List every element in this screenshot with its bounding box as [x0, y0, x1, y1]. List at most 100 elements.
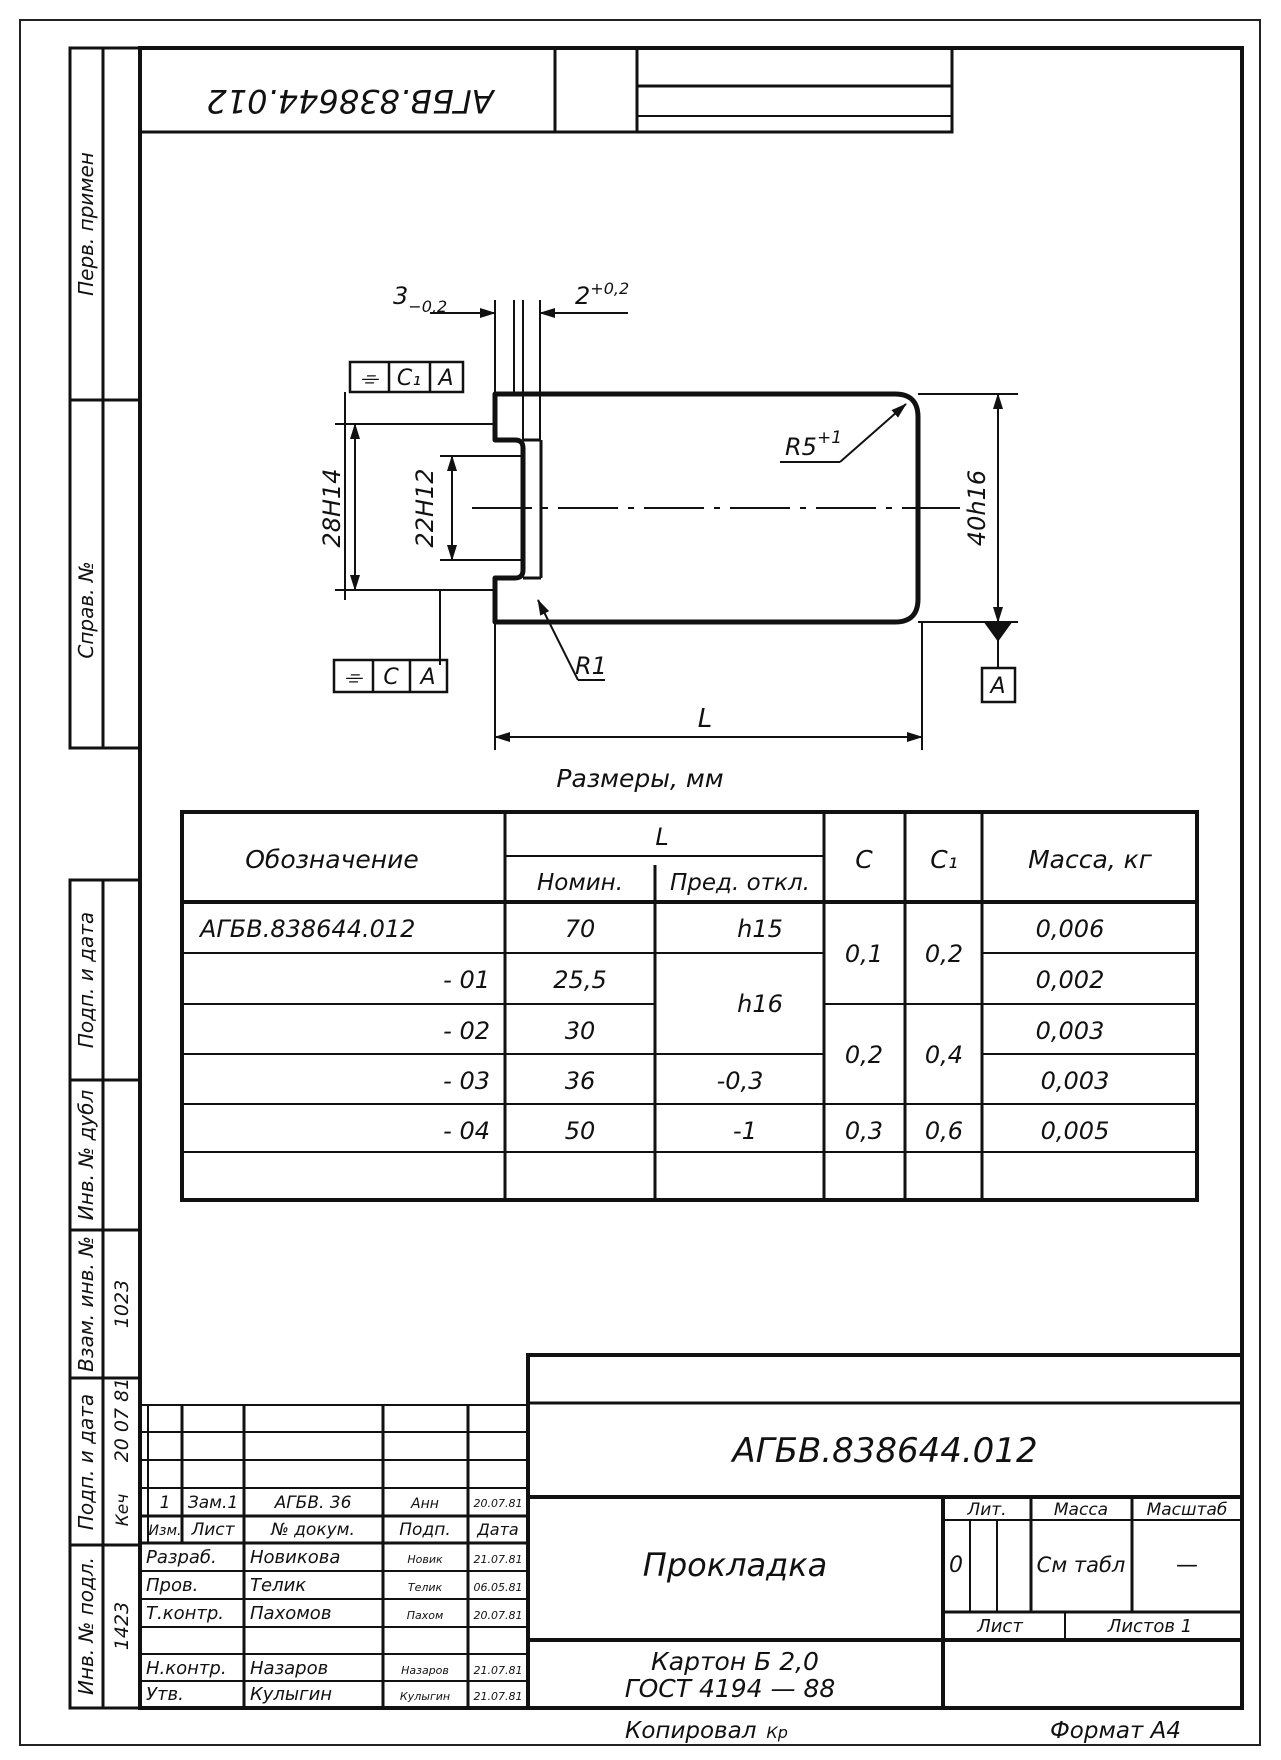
person-date: 06.05.81: [474, 1581, 523, 1594]
row-C1: 0,4: [925, 1041, 963, 1069]
tolerance-frame-top-c1: C₁: [397, 366, 421, 391]
radius-inner: R1: [575, 652, 607, 680]
col-header-mass: Масса, кг: [1028, 845, 1153, 874]
radius-outer: R5+1: [785, 428, 842, 461]
tolerance-frame-bottom: [332, 658, 449, 694]
row-C: 0,2: [845, 1041, 883, 1069]
title-lit-value: 0: [949, 1553, 963, 1578]
change-date: 20.07.81: [474, 1497, 523, 1510]
field-inv-podl-value: 1423: [111, 1602, 133, 1650]
title-sheet-label: Лист: [976, 1616, 1023, 1637]
role-label: Пров.: [146, 1575, 198, 1596]
person-sign: Пахом: [407, 1609, 444, 1622]
col-header-nominal: Номин.: [537, 870, 623, 896]
row-mass: 0,003: [1036, 1017, 1105, 1045]
header-doc: № докум.: [270, 1520, 355, 1540]
outer-frame: [19, 19, 1261, 1746]
row-mass: 0,002: [1036, 966, 1105, 994]
row-deviation: h16: [737, 990, 783, 1018]
part-outline: [492, 391, 921, 625]
person-name: Новикова: [250, 1547, 340, 1568]
person-sign: Новик: [407, 1553, 443, 1566]
title-material-line2: ГОСТ 4194 — 88: [625, 1674, 836, 1703]
col-header-designation: Обозначение: [245, 845, 418, 874]
person-name: Кулыгин: [250, 1684, 332, 1705]
field-podp-value: 20 07 81: [111, 1378, 133, 1463]
change-sign: Анн: [410, 1496, 439, 1512]
row-C1: 0,6: [925, 1117, 963, 1145]
role-label: Т.контр.: [146, 1603, 224, 1624]
row-nominal: 25,5: [553, 966, 606, 994]
header-sign: Подп.: [399, 1520, 450, 1540]
col-header-L: L: [655, 823, 668, 851]
field-vzam-inv-value: 1023: [111, 1280, 133, 1328]
title-material-line1: Картон Б 2,0: [651, 1647, 819, 1676]
person-name: Назаров: [250, 1658, 328, 1679]
person-date: 21.07.81: [474, 1690, 523, 1703]
change-list: Зам.1: [188, 1493, 238, 1513]
change-izm: 1: [160, 1493, 171, 1513]
field-inv-dubl: Инв. № дубл: [74, 1090, 98, 1221]
row-mass: 0,006: [1036, 915, 1105, 943]
row-nominal: 30: [565, 1017, 596, 1045]
footer-format: Формат А4: [1050, 1718, 1181, 1744]
dim-top-left: 3−0,2: [393, 282, 447, 316]
row-C1: 0,2: [925, 940, 963, 968]
field-sprav-no: Справ. №: [74, 561, 98, 658]
datum-label: A: [988, 674, 1005, 699]
title-block-grid: [140, 1353, 1244, 1710]
row-nominal: 36: [565, 1067, 596, 1095]
col-header-C1: C₁: [930, 845, 957, 874]
row-deviation: -0,3: [717, 1067, 764, 1095]
person-sign: Телик: [408, 1581, 443, 1594]
person-sign: Кулыгин: [400, 1690, 450, 1703]
header-date: Дата: [476, 1520, 518, 1539]
dim-22h12: 22H12: [411, 468, 439, 547]
col-header-deviation: Пред. откл.: [670, 870, 810, 896]
row-nominal: 70: [565, 915, 596, 943]
change-doc: АГБВ. 36: [274, 1493, 352, 1513]
title-scale-value: —: [1176, 1553, 1198, 1578]
person-name: Телик: [250, 1575, 306, 1596]
role-label: Н.контр.: [146, 1658, 227, 1679]
row-C: 0,1: [845, 940, 883, 968]
row-mass: 0,003: [1041, 1067, 1110, 1095]
top-stamp-code: АГБВ.838644.012: [206, 82, 495, 120]
field-podp-data-top: Подп. и дата: [74, 912, 98, 1048]
row-C: 0,3: [845, 1117, 883, 1145]
header-izm: Изм.: [149, 1523, 182, 1539]
dim-length: L: [698, 704, 713, 734]
tolerance-frame-bottom-datum: A: [418, 665, 435, 690]
units-note: Размеры, мм: [556, 764, 723, 793]
field-perv-primen: Перв. примен: [74, 152, 98, 296]
field-podp-data-bottom: Подп. и дата: [74, 1394, 98, 1530]
datum-box: [980, 666, 1017, 704]
tolerance-frame-top-datum: A: [436, 366, 453, 391]
col-header-C: C: [855, 845, 873, 874]
row-designation: - 03: [443, 1067, 490, 1095]
row-designation: - 01: [443, 966, 490, 994]
field-inv-podl: Инв. № подл.: [74, 1557, 98, 1695]
title-sheets-label: Листов 1: [1107, 1616, 1192, 1637]
row-designation: - 04: [443, 1117, 490, 1145]
person-name: Пахомов: [250, 1603, 331, 1624]
dim-top-right: 2+0,2: [575, 279, 629, 310]
dim-28h14: 28H14: [318, 468, 346, 547]
row-deviation: h15: [737, 915, 783, 943]
tolerance-frame-top-symbol: ⌯: [360, 366, 379, 391]
field-vzam-inv: Взам. инв. №: [74, 1236, 98, 1372]
row-nominal: 50: [565, 1117, 596, 1145]
row-deviation: -1: [733, 1117, 757, 1145]
person-date: 20.07.81: [474, 1609, 523, 1622]
role-label: Разраб.: [146, 1547, 217, 1568]
person-date: 21.07.81: [474, 1553, 523, 1566]
row-designation: АГБВ.838644.012: [198, 915, 415, 943]
title-designation: АГБВ.838644.012: [730, 1431, 1037, 1471]
title-mass-value: См табл: [1037, 1553, 1126, 1577]
title-part-name: Прокладка: [643, 1546, 827, 1584]
field-podp-signature: Кеч: [113, 1494, 133, 1527]
person-sign: Назаров: [401, 1664, 449, 1677]
variants-table-grid: [180, 810, 1199, 1202]
